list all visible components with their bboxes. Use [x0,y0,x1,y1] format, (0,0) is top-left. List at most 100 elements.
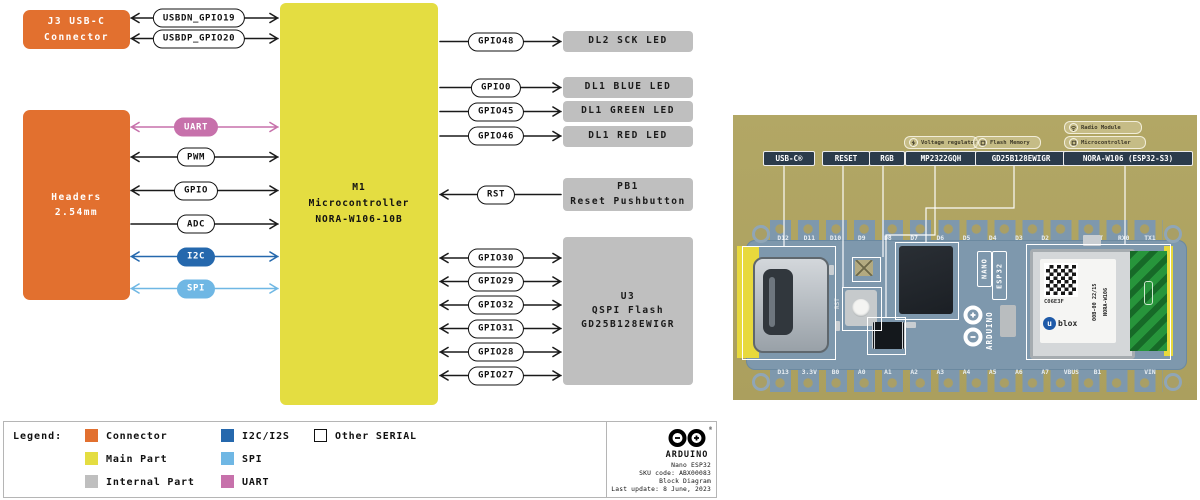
pin-label: D9 [857,235,866,242]
pill-gpio45: GPIO45 [467,102,525,121]
tag-flash-memory: Flash Memory [973,136,1041,149]
pin-label: TX1 [1144,235,1156,242]
pill-gpio27: GPIO27 [467,366,525,385]
usb-c-connector [753,257,829,353]
pin-label: D4 [988,235,997,242]
pin-label: 3.3V [801,369,817,376]
pin-label: A5 [988,369,997,376]
legend-title: Legend: [13,431,63,442]
b1-button [1000,305,1016,337]
pill-pwm: PWM [176,147,216,167]
pin-label: A6 [1015,369,1023,376]
usb-c-tongue [769,277,775,327]
crystal-component [1083,235,1101,246]
pin-label: D2 [1041,235,1049,242]
pill-gpio32: GPIO32 [467,295,525,315]
block-dl1-blue-led: DL1 BLUE LED [563,77,693,98]
legend-box: Legend: Connector Main Part Internal Par… [3,421,717,498]
callout-label-gd25b128ewigr: GD25B128EWIGR [975,151,1067,166]
reset-callout-outline [842,287,882,331]
legend-label-other-serial: Other SERIAL [335,431,417,442]
callout-lines-svg [783,166,1126,317]
pin-label: B0 [831,369,840,376]
legend-label-spi: SPI [242,454,263,465]
pin-labels-top: D12D11D10D9D8D7D6D5D4D3D2RSTRX0TX1 [770,235,1163,242]
nora-callout-highlight [1164,246,1173,356]
legend-swatch-spi [221,452,234,465]
last-update: Last update: 8 June, 2023 [611,486,711,493]
rgb-led [855,260,873,276]
usb-c-opening [763,269,793,335]
callout-label-nora-w106: NORA-W106 (ESP32-S3) [1063,151,1193,166]
pin-label: D8 [884,235,892,242]
pill-gpio46: GPIO46 [467,126,525,146]
voltage-regulator-chip [872,322,905,349]
block-pb1-reset-pushbutton: PB1 Reset Pushbutton [563,178,693,211]
doc-type: Block Diagram [659,478,711,485]
passive-component [835,321,840,331]
arduino-logo-silkscreen-icon [963,305,983,347]
block-j3-usb-c-connector: J3 USB-C Connector [23,10,130,49]
antenna-pad [1144,281,1153,305]
pin-label: VIN [1144,369,1156,376]
regulator-callout-outline [867,317,906,355]
pill-gpio29: GPIO29 [467,272,525,291]
nora-w106-module: C06E3F u blox 00B-00 22/15 NORA-W106 [1030,249,1135,359]
pin-label: A4 [962,369,971,376]
usb-c-callout-outline [742,246,836,360]
antenna [1130,251,1167,351]
legend-swatch-i2c-i2s [221,429,234,442]
ublox-wordmark: blox [1058,319,1078,328]
registered-mark: ® [709,426,713,432]
block-dl2-sck-led: DL2 SCK LED [563,31,693,52]
callout-label-reset: RESET [822,151,870,166]
pin-label: D7 [910,235,918,242]
arduino-logo-icon [668,429,706,447]
pin-label: A3 [936,369,945,376]
tag-microcontroller: Microcontroller [1064,136,1146,149]
tag-label: Voltage regulator [921,139,978,146]
callout-label-rgb: RGB [869,151,905,166]
pin-label: D5 [962,235,971,242]
block-headers: Headers 2.54mm [23,110,130,300]
ublox-logo: u blox [1043,317,1077,330]
pill-gpio0: GPIO0 [470,78,522,97]
pin-label: A2 [910,369,918,376]
pin-label: RX0 [1118,235,1130,242]
rgb-callout-outline [852,257,881,282]
tag-label: Radio Module [1081,124,1121,131]
legend-label-main-part: Main Part [106,454,168,465]
callout-label-mp2322gqh: MP2322GQH [905,151,977,166]
mounting-hole [752,225,770,243]
tag-label: Flash Memory [990,139,1030,146]
legend-label-i2c-i2s: I2C/I2S [242,431,290,442]
nora-callout-outline [1026,244,1171,360]
qr-code [1044,263,1078,297]
legend-divider [606,422,607,497]
pill-spi: SPI [176,279,216,298]
module-label: C06E3F u blox 00B-00 22/15 NORA-W106 [1040,259,1116,343]
legend-label-internal-part: Internal Part [106,477,195,488]
board-photo-panel: D12D11D10D9D8D7D6D5D4D3D2RSTRX0TX1 D133.… [733,115,1197,400]
pin-label: B1 [1093,369,1102,376]
product-name: Nano ESP32 [671,462,711,469]
pin-label: D13 [777,369,789,376]
legend-swatch-other-serial [314,429,327,442]
pin-label: D10 [829,235,842,242]
pill-gpio: GPIO [173,181,219,200]
pin-label: D3 [1015,235,1023,242]
block-u3-qspi-flash: U3 QSPI Flash GD25B128EWIGR [563,237,693,385]
pin-label: D11 [803,235,815,242]
reset-button [845,290,877,326]
lightning-icon [909,138,918,147]
pill-gpio28: GPIO28 [467,342,525,362]
pill-gpio48: GPIO48 [467,32,525,51]
pill-usbdp-gpio20: USBDP_GPIO20 [152,29,246,48]
mounting-hole [752,373,770,391]
chip-icon [1069,138,1078,147]
pill-gpio30: GPIO30 [467,248,525,268]
mounting-hole [1164,225,1182,243]
brand-name: ARDUINO [665,450,709,460]
pin-label: D6 [936,235,945,242]
